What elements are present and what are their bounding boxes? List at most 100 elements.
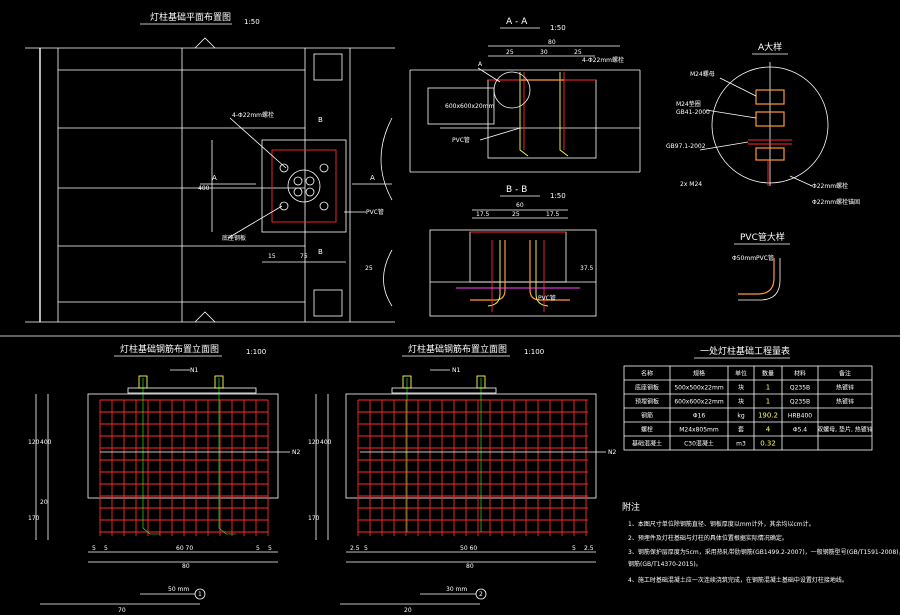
plan-bolt-1	[279, 163, 289, 173]
plan-bolt-3	[279, 201, 289, 211]
rebar-elevation-left[interactable]: 灯柱基础钢筋布置立面图 1:100 N1 N2 120 400 20 170 5…	[28, 343, 300, 614]
plan-pvc-2	[305, 176, 315, 186]
rebar-right-n2: N2	[608, 449, 616, 456]
pvc-detail-note: Φ50mmPVC管	[732, 254, 774, 262]
plan-dim-400: 400	[198, 185, 210, 192]
table-cell: 4	[766, 426, 771, 434]
rebar-right-n1: N1	[452, 367, 460, 374]
section-aa-bolt-2	[559, 72, 569, 157]
table-cell: 热镀锌	[836, 398, 854, 406]
table-cell: Q235B	[790, 399, 810, 406]
plan-leader-2	[227, 205, 283, 239]
plan-cut-a-left-label: A	[212, 174, 217, 182]
table-cell: kg	[737, 413, 744, 420]
detail-a-note-7: Φ22mm螺栓锚固	[812, 198, 860, 206]
table-header-cell: 数量	[762, 370, 774, 378]
table-cell: 600x600x22mm	[674, 399, 723, 406]
rebar-left-n1: N1	[190, 367, 198, 374]
section-bb-dim-right: 37.5	[580, 265, 594, 272]
rebar-left-overall: 80	[182, 563, 190, 570]
plan-curb-curve	[380, 117, 393, 201]
pvc-detail-title: PVC管大样	[740, 231, 785, 243]
table-cell: 钢筋	[641, 412, 653, 420]
rebar-right-bdim-2: 5	[364, 545, 368, 552]
table-cell: 块	[738, 384, 744, 392]
rebar-left-bottom-dim: 70	[118, 607, 126, 614]
table-title: 一处灯柱基础工程量表	[700, 345, 790, 357]
rebar-elevation-right[interactable]: 灯柱基础钢筋布置立面图 1:100 N1 N2 120 400 170 2.5 …	[308, 343, 616, 614]
rebar-right-body	[345, 393, 597, 499]
section-aa-note-1: 4-Φ22mm螺栓	[582, 56, 624, 64]
plan-box-top	[313, 53, 343, 81]
detail-a-note-5: 2x M24	[680, 181, 702, 188]
notes-block: 附注 1、本图尺寸单位除钢筋直径、钢板厚度以mm计外，其余均以cm计。 2、预埋…	[622, 501, 900, 584]
plan-view[interactable]: 灯柱基础平面布置图 1:50 A	[25, 11, 395, 323]
section-bb-dim-1: 17.5	[476, 211, 490, 218]
rebar-right-bdim-4: 5	[572, 545, 576, 552]
table-cell: 190.2	[758, 412, 778, 420]
table-header-cell: 备注	[839, 370, 851, 378]
section-aa-mark-a: A	[478, 61, 483, 68]
rebar-right-dim-2: 400	[320, 439, 332, 446]
table-cell: 套	[738, 426, 744, 434]
rebar-right-detail-circle[interactable]	[475, 588, 487, 600]
detail-a-leader-1	[719, 77, 757, 97]
rebar-left-dim-2: 400	[40, 439, 52, 446]
detail-a-note-1: M24螺母	[690, 70, 715, 78]
section-aa[interactable]: A - A 1:50 25 30 25 80 A 4-Φ22mm螺栓 600x6…	[409, 17, 641, 173]
section-aa-box	[427, 87, 495, 125]
table-cell: 1	[766, 398, 770, 406]
rebar-left-detail: 50 mm	[168, 586, 189, 593]
section-aa-foundation	[487, 79, 597, 159]
rebar-left-dim-1: 120	[28, 439, 40, 446]
section-bb-pvc-2	[529, 240, 570, 301]
plan-base-plate	[271, 149, 337, 223]
detail-a-title: A大样	[758, 41, 782, 53]
detail-a-nut-3	[755, 147, 785, 161]
table-cell: C30混凝土	[684, 440, 714, 448]
rebar-left-bdim-3: 60 70	[176, 545, 193, 552]
rebar-right-grid	[357, 399, 588, 536]
rebar-left-title: 灯柱基础钢筋布置立面图	[120, 343, 219, 355]
section-bb-dim-60: 60	[516, 202, 524, 209]
section-aa-dim-2: 30	[540, 49, 548, 56]
rebar-right-scale: 1:100	[524, 348, 544, 356]
rebar-left-detail-circle[interactable]	[194, 588, 206, 600]
section-aa-dim-1: 25	[506, 49, 514, 56]
table-cell: 双螺母, 垫片, 热镀锌	[817, 426, 873, 434]
detail-a[interactable]: A大样 M24螺母 M24垫圈 GB41-2000 GB97.1-2002 2x…	[666, 41, 860, 206]
plan-foundation	[261, 139, 347, 233]
plan-pvc-1	[293, 176, 303, 186]
pvc-detail-pipe-inner	[738, 258, 775, 295]
rebar-left-bdim-4: 5	[256, 545, 260, 552]
table-cell: Φ5.4	[793, 427, 807, 434]
detail-a-note-4: GB41-2000	[676, 109, 710, 116]
rebar-right-nut-2	[476, 375, 486, 389]
pvc-detail[interactable]: PVC管大样 Φ50mmPVC管	[732, 231, 790, 301]
section-bb-dim-2: 25	[512, 211, 520, 218]
rebar-left-dim-3: 20	[40, 499, 48, 506]
plan-dim-25: 25	[365, 265, 373, 272]
section-aa-dim-3: 25	[574, 49, 582, 56]
plan-break-bottom	[194, 311, 216, 323]
plan-break-top	[194, 37, 216, 49]
table-header-cell: 名称	[641, 370, 653, 378]
rebar-right-dim-3: 170	[308, 515, 320, 522]
plan-dim-15: 15	[268, 253, 276, 260]
rebar-left-bdim-5: 5	[268, 545, 272, 552]
notes-item-3: 3、钢筋保护层厚度为5cm，采用热轧带肋钢筋(GB1499.2-2007)，一般…	[628, 548, 900, 556]
section-aa-bolt-1	[519, 72, 529, 157]
detail-a-leader-2	[705, 109, 757, 119]
section-bb-pvc-3	[487, 240, 501, 307]
table-cell: M24x805mm	[679, 427, 719, 434]
rebar-left-bdim-1: 5	[92, 545, 96, 552]
plan-dim-75: 75	[300, 253, 308, 260]
detail-a-note-3: GB97.1-2002	[666, 143, 706, 150]
plan-title: 灯柱基础平面布置图	[150, 11, 231, 23]
section-bb[interactable]: B - B 1:50 17.5 25 17.5 60 37.5 PVC管	[429, 185, 597, 317]
plan-bolt-note: 4-Φ22mm螺栓	[232, 111, 274, 119]
section-aa-detail-callout[interactable]	[493, 71, 531, 109]
